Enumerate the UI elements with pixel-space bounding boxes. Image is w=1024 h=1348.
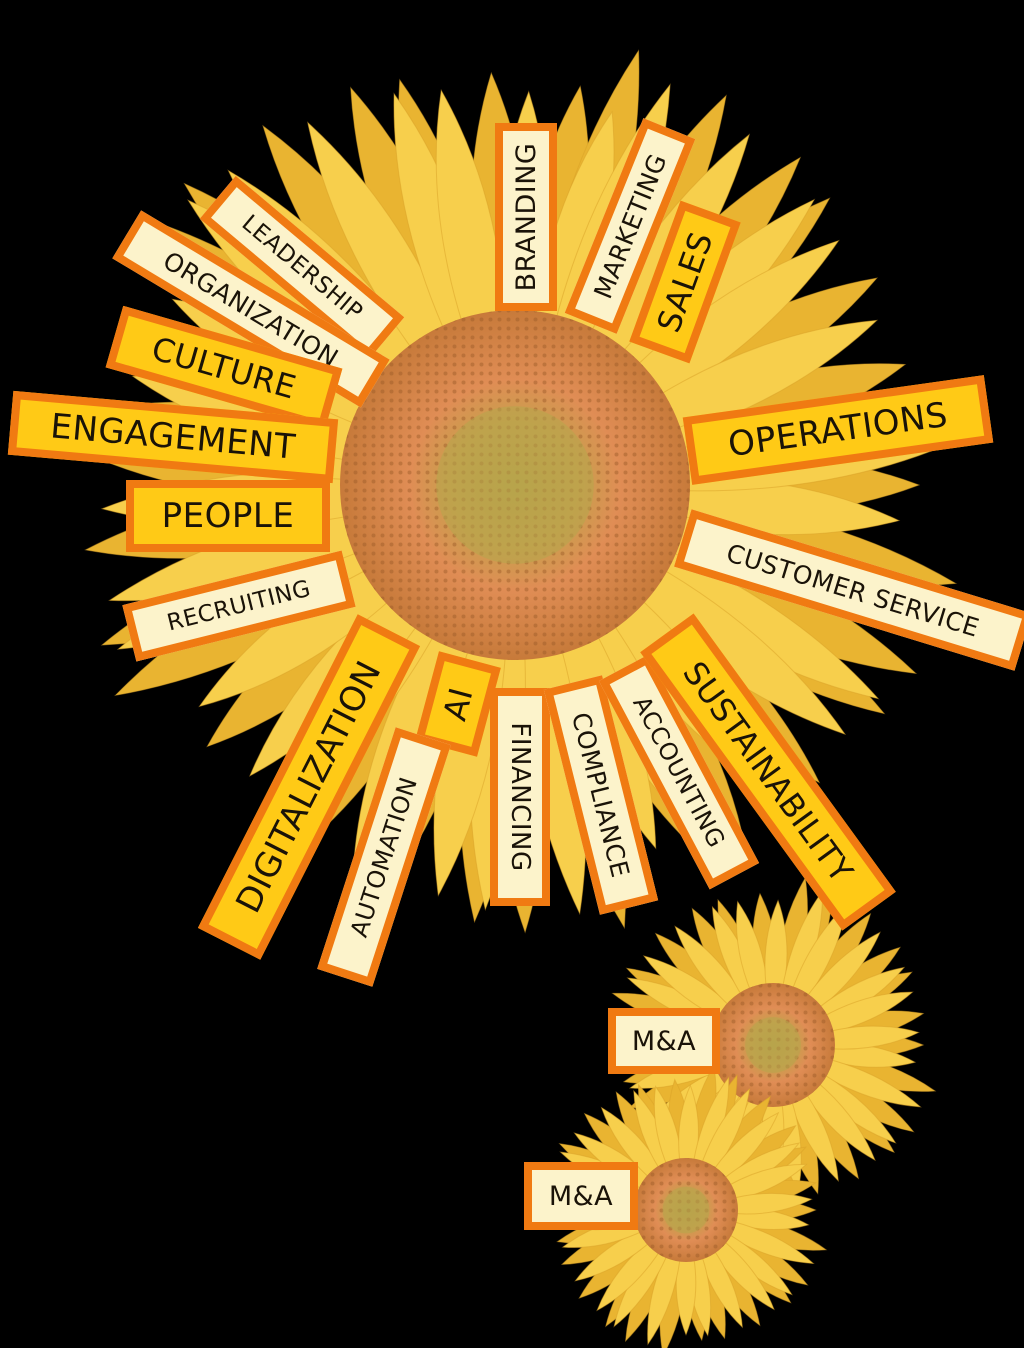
petal (674, 925, 751, 1017)
label-financing: FINANCING (490, 688, 550, 906)
flower-center (436, 406, 594, 564)
petal (796, 1072, 876, 1162)
petal (797, 931, 881, 1019)
label-m-and-a-2: M&A (524, 1162, 638, 1230)
petal (809, 1055, 922, 1108)
petal (785, 1080, 839, 1183)
label-branding: BRANDING (495, 123, 557, 311)
label-people: PEOPLE (126, 480, 330, 552)
flower-center (745, 1017, 801, 1073)
petal (721, 1192, 813, 1215)
petal (810, 991, 914, 1037)
petal (647, 1242, 683, 1346)
flower-center (662, 1186, 710, 1234)
petal (815, 1025, 920, 1050)
label-m-and-a-1: M&A (608, 1008, 720, 1074)
